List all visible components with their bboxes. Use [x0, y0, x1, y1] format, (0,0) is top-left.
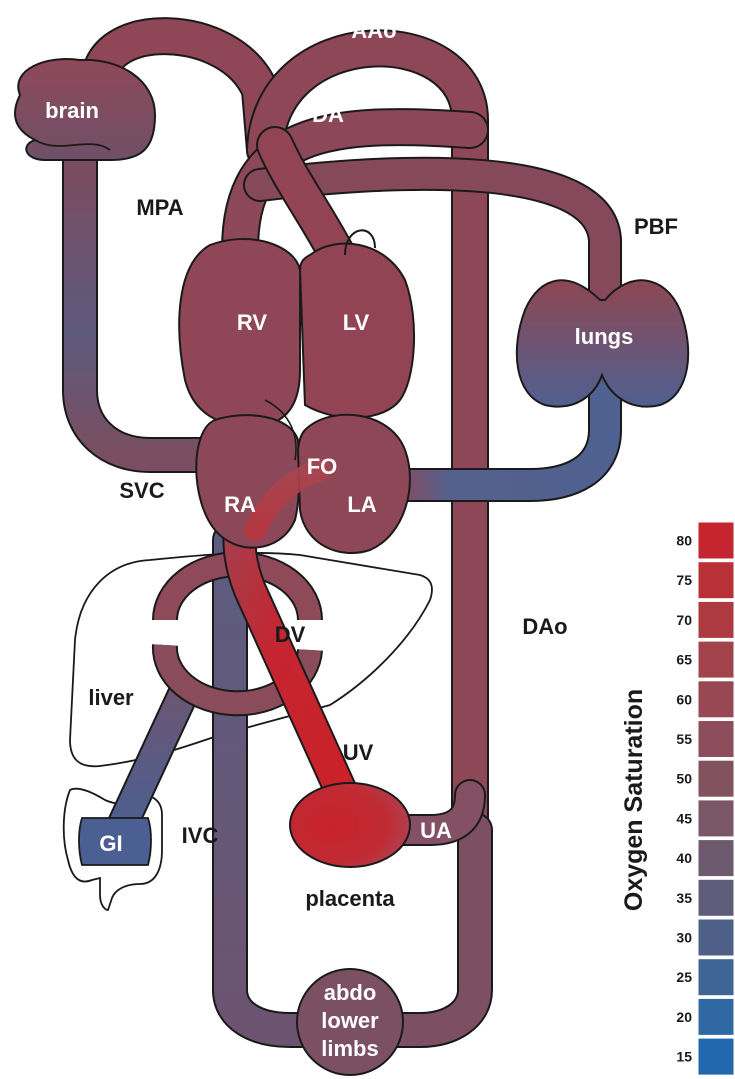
- scale-tick-25: 25: [676, 969, 692, 985]
- scale-swatch-20: [697, 997, 735, 1036]
- label-lv: LV: [343, 310, 370, 335]
- liver-outline: [69, 552, 433, 768]
- label-placenta: placenta: [305, 886, 395, 911]
- label-uv: UV: [343, 740, 374, 765]
- scale-swatch-40: [697, 839, 735, 878]
- scale-title: Oxygen Saturation: [620, 689, 648, 911]
- scale-tick-30: 30: [676, 930, 692, 946]
- scale-tick-60: 60: [676, 691, 692, 707]
- heart: [178, 229, 416, 555]
- label-dv: DV: [275, 622, 306, 647]
- label-dao: DAo: [522, 614, 567, 639]
- scale-tick-65: 65: [676, 652, 692, 668]
- label-brain: brain: [45, 98, 99, 123]
- label-pbf: PBF: [634, 214, 678, 239]
- left-ventricle-shape: [298, 242, 416, 419]
- scale-tick-45: 45: [676, 810, 692, 826]
- oxygen-saturation-scale: 80 75 70 65 60 55 50 45 40 35 30 25 20 15: [676, 521, 735, 1076]
- scale-swatch-30: [697, 918, 735, 957]
- scale-swatch-50: [697, 759, 735, 798]
- scale-tick-80: 80: [676, 533, 692, 549]
- label-ua: UA: [420, 818, 452, 843]
- scale-tick-75: 75: [676, 572, 692, 588]
- scale-tick-35: 35: [676, 890, 692, 906]
- label-svc: SVC: [119, 478, 164, 503]
- label-aao: AAo: [351, 18, 396, 43]
- scale-swatch-70: [697, 600, 735, 639]
- label-la: LA: [347, 492, 376, 517]
- label-abdo: abdo: [324, 980, 377, 1005]
- scale-swatch-15: [697, 1037, 735, 1076]
- label-ivc: IVC: [182, 823, 219, 848]
- label-gi: GI: [99, 831, 122, 856]
- scale-tick-40: 40: [676, 850, 692, 866]
- label-lower: lower: [321, 1008, 379, 1033]
- scale-swatch-35: [697, 878, 735, 917]
- scale-swatch-55: [697, 720, 735, 758]
- scale-tick-20: 20: [676, 1009, 692, 1025]
- scale-tick-15: 15: [676, 1049, 692, 1065]
- label-mpa: MPA: [136, 195, 183, 220]
- left-atrium-shape: [296, 413, 411, 555]
- label-lungs: lungs: [575, 324, 634, 349]
- placenta-shape: [289, 782, 411, 868]
- scale-swatch-25: [697, 958, 735, 997]
- label-liver: liver: [88, 685, 134, 710]
- brain-shape: [14, 58, 157, 161]
- scale-swatch-65: [697, 640, 735, 679]
- scale-tick-70: 70: [676, 612, 692, 628]
- scale-tick-55: 55: [676, 731, 692, 747]
- label-rv: RV: [237, 310, 267, 335]
- label-limbs: limbs: [321, 1036, 378, 1061]
- label-fo: FO: [307, 454, 338, 479]
- scale-swatch-60: [697, 680, 735, 719]
- abdo-lower-limbs-shape: [296, 968, 404, 1076]
- label-ra: RA: [224, 492, 256, 517]
- label-da: DA: [312, 102, 344, 127]
- scale-swatch-80: [697, 521, 735, 560]
- scale-swatch-75: [697, 561, 735, 600]
- scale-tick-50: 50: [676, 771, 692, 787]
- gi-organ-shape: [78, 817, 152, 866]
- scale-swatch-45: [697, 799, 735, 838]
- lungs-shape: [515, 279, 690, 408]
